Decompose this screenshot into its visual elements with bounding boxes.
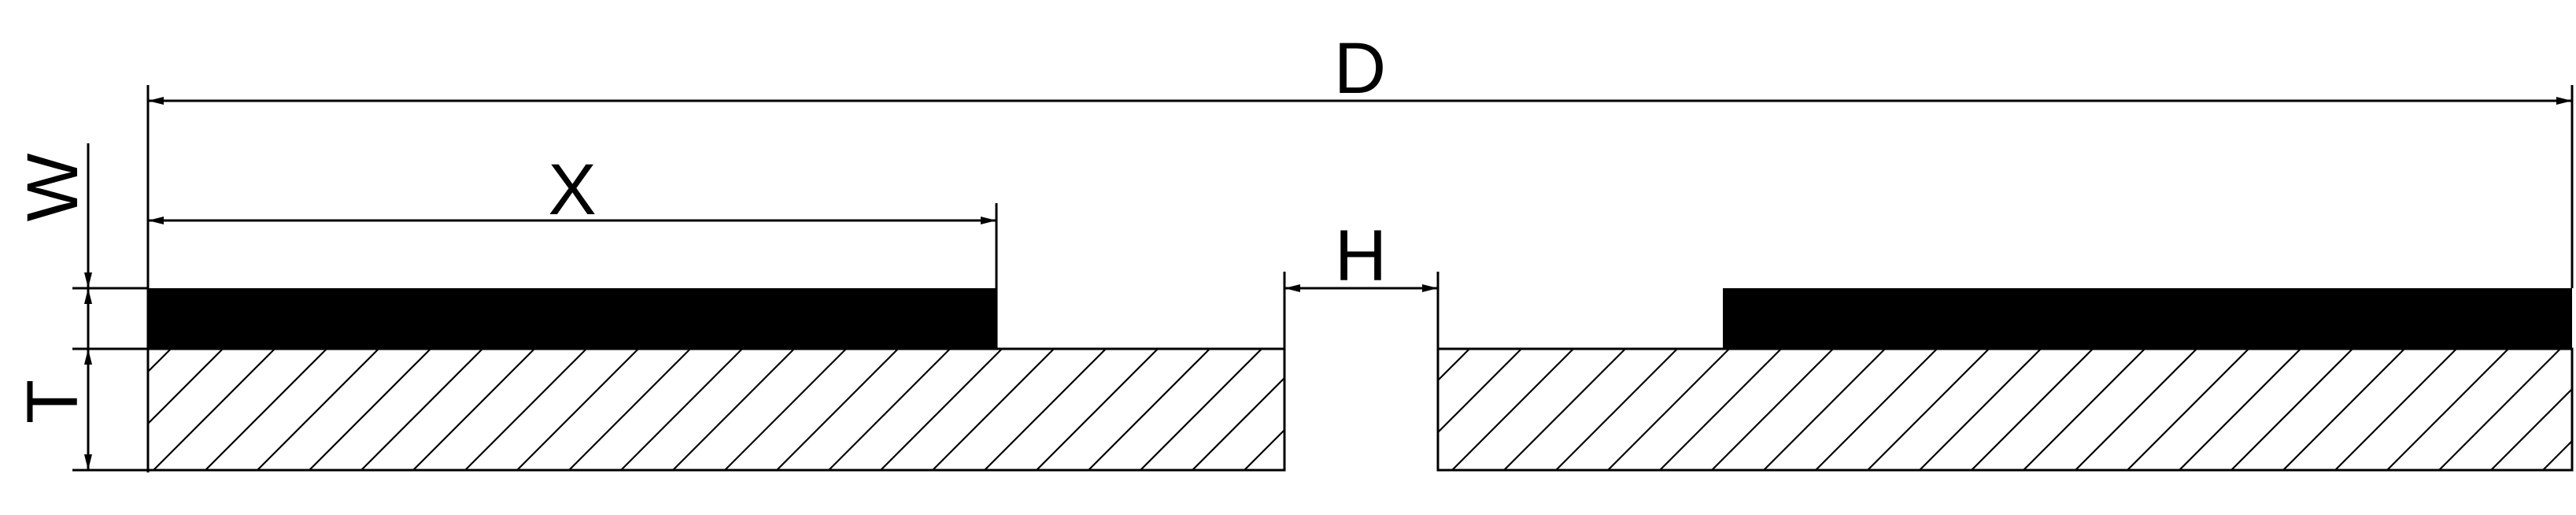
abrasive-segment-right xyxy=(1723,288,2572,349)
wheel-body-right xyxy=(1436,347,2574,472)
label-h: H xyxy=(1335,216,1387,296)
dimension-t: T xyxy=(13,349,93,470)
label-t: T xyxy=(13,380,93,424)
dimension-d: D xyxy=(148,28,2572,109)
label-w: W xyxy=(13,153,93,221)
dimension-h: H xyxy=(1284,216,1438,296)
dimension-x: X xyxy=(148,150,996,230)
abrasive-segment-left xyxy=(148,288,996,349)
dimension-w: W xyxy=(13,143,93,349)
label-d: D xyxy=(1334,28,1386,109)
wheel-body-left xyxy=(146,347,1286,472)
label-x: X xyxy=(548,150,596,230)
